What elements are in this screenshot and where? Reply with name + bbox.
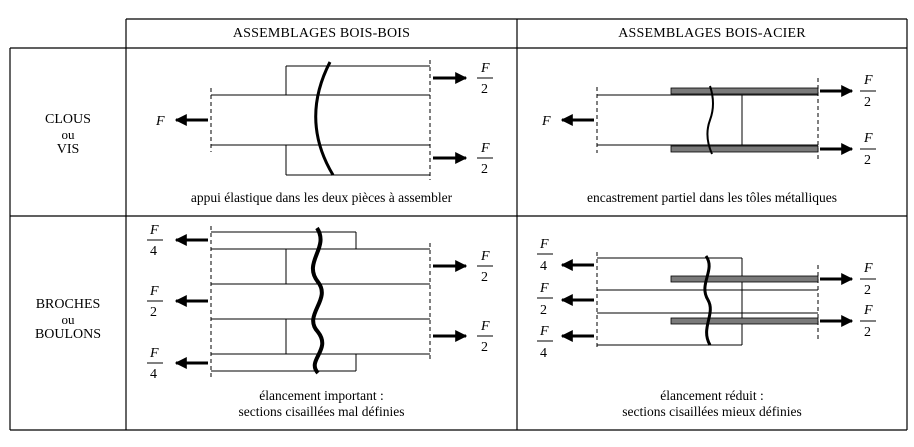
dowel-shape (310, 226, 325, 375)
row-label-clous: CLOUS (45, 112, 91, 127)
frac-num: F (863, 73, 873, 88)
frac-num: F (863, 131, 873, 146)
diagram-clous-bois-bois: F F 2 F 2 (155, 60, 493, 180)
row-label-clous-vis: CLOUS ou VIS (10, 112, 126, 157)
nail-shape (314, 61, 335, 176)
frac-den: 4 (150, 367, 157, 382)
caption-broches-bb-line1: élancement important : (259, 388, 384, 403)
diagram-clous-bois-acier: F F 2 F 2 (541, 73, 876, 168)
frac-den: 2 (540, 303, 547, 318)
frac-num: F (863, 261, 873, 276)
frac-num: F (480, 319, 490, 334)
row-label-broches-boulons: BROCHES ou BOULONS (10, 297, 126, 342)
frac-num: F (539, 237, 549, 252)
caption-broches-bb-line2: sections cisaillées mal définies (238, 404, 405, 419)
frac-num: F (539, 324, 549, 339)
frac-den: 2 (864, 153, 871, 168)
row-label-boulons: BOULONS (34, 327, 102, 342)
frac-num: F (149, 284, 159, 299)
caption-broches-bois-bois: élancement important : sections cisaillé… (126, 388, 517, 420)
dowel-shape (703, 255, 712, 346)
frac-den: 2 (481, 270, 488, 285)
caption-broches-ba-line2: sections cisaillées mieux définies (622, 404, 802, 419)
diagram-broches-bois-bois: F 4 F 2 F 4 F 2 F 2 (147, 223, 493, 382)
row-label-ou-2: ou (61, 312, 75, 327)
steel-plate (670, 275, 819, 283)
caption-clous-bois-acier: encastrement partiel dans les tôles méta… (586, 190, 838, 205)
frac-den: 2 (150, 305, 157, 320)
header-bois-acier: ASSEMBLAGES BOIS-ACIER (618, 26, 806, 41)
caption-broches-ba-line1: élancement réduit : (660, 388, 764, 403)
frac-den: 2 (481, 82, 488, 97)
steel-plate (670, 87, 819, 95)
frac-num: F (149, 223, 159, 238)
steel-plate (670, 317, 819, 325)
steel-plate (670, 145, 819, 153)
frac-num: F (149, 346, 159, 361)
row-label-broches: BROCHES (35, 297, 101, 312)
frac-den: 4 (150, 244, 157, 259)
force-label-F: F (155, 114, 165, 129)
header-bois-bois: ASSEMBLAGES BOIS-BOIS (232, 26, 411, 41)
row-label-vis: VIS (56, 142, 80, 157)
frac-den: 4 (540, 259, 547, 274)
caption-broches-bois-acier: élancement réduit : sections cisaillées … (517, 388, 907, 420)
frac-den: 4 (540, 346, 547, 361)
diagram-broches-bois-acier: F 4 F 2 F 4 F 2 F 2 (537, 237, 876, 361)
frac-num: F (480, 141, 490, 156)
row-label-ou-1: ou (61, 127, 75, 142)
force-label-F: F (541, 114, 551, 129)
frac-den: 2 (864, 283, 871, 298)
frac-den: 2 (864, 95, 871, 110)
caption-clous-bois-bois: appui élastique dans les deux pièces à a… (190, 190, 453, 205)
frac-num: F (539, 281, 549, 296)
frac-den: 2 (864, 325, 871, 340)
nail-shape (706, 85, 714, 155)
frac-den: 2 (481, 162, 488, 177)
frac-num: F (480, 249, 490, 264)
frac-den: 2 (481, 340, 488, 355)
frac-num: F (863, 303, 873, 318)
frac-num: F (480, 61, 490, 76)
